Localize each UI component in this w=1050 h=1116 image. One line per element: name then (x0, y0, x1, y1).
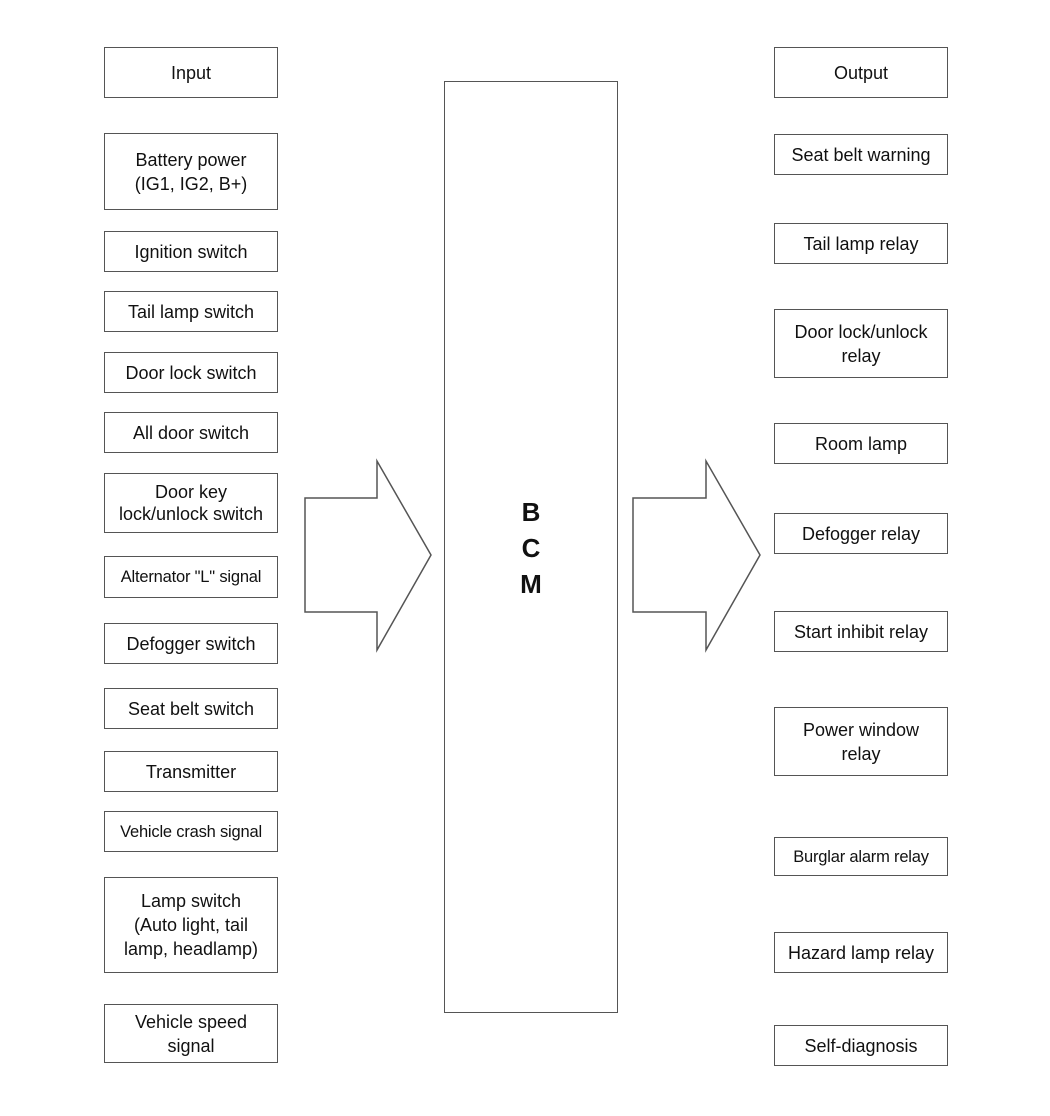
input-lamp-switch: Lamp switch (Auto light, tail lamp, head… (104, 877, 278, 973)
output-burglar-alarm-relay: Burglar alarm relay (774, 837, 948, 876)
input-tail-lamp-switch: Tail lamp switch (104, 291, 278, 332)
output-defogger-relay: Defogger relay (774, 513, 948, 554)
output-door-lock-relay: Door lock/unlock relay (774, 309, 948, 378)
input-battery-power: Battery power (IG1, IG2, B+) (104, 133, 278, 210)
input-alternator-signal: Alternator "L" signal (104, 556, 278, 598)
output-tail-lamp-relay: Tail lamp relay (774, 223, 948, 264)
output-room-lamp: Room lamp (774, 423, 948, 464)
bcm-label: B C M (520, 497, 542, 599)
input-all-door-switch: All door switch (104, 412, 278, 453)
input-header: Input (104, 47, 278, 98)
bcm-module: B C M (444, 81, 618, 1013)
input-vehicle-speed-signal: Vehicle speed signal (104, 1004, 278, 1063)
input-door-lock-switch: Door lock switch (104, 352, 278, 393)
input-transmitter: Transmitter (104, 751, 278, 792)
input-vehicle-crash-signal: Vehicle crash signal (104, 811, 278, 852)
input-defogger-switch: Defogger switch (104, 623, 278, 664)
output-self-diagnosis: Self-diagnosis (774, 1025, 948, 1066)
output-seat-belt-warning: Seat belt warning (774, 134, 948, 175)
input-door-key-switch: Door key lock/unlock switch (104, 473, 278, 533)
output-start-inhibit-relay: Start inhibit relay (774, 611, 948, 652)
input-seat-belt-switch: Seat belt switch (104, 688, 278, 729)
output-hazard-lamp-relay: Hazard lamp relay (774, 932, 948, 973)
output-header: Output (774, 47, 948, 98)
output-power-window-relay: Power window relay (774, 707, 948, 776)
input-ignition-switch: Ignition switch (104, 231, 278, 272)
